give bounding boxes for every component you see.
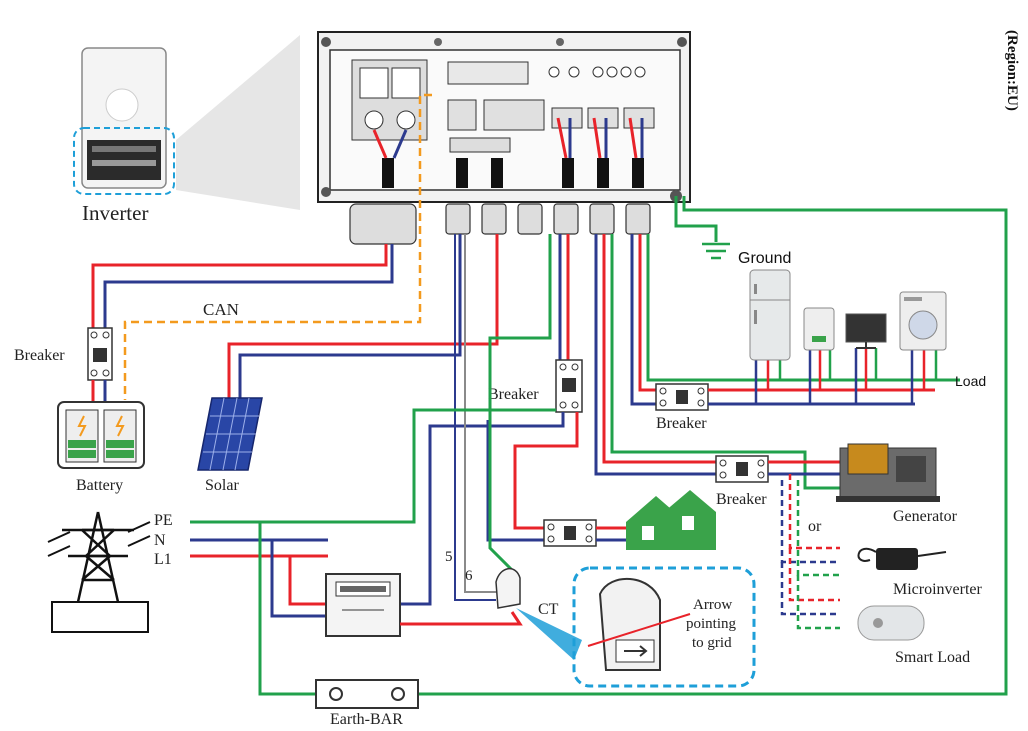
grid-pe-line (190, 408, 556, 524)
l1-label: L1 (154, 551, 172, 568)
ct-arrow-note-line1: Arrow (693, 597, 732, 613)
inverter-thumbnail (73, 47, 175, 195)
ct-label: CT (538, 601, 559, 618)
grid-n-line (400, 412, 565, 606)
battery-negative-line (103, 244, 394, 330)
ct-wire-5-label: 5 (445, 549, 453, 565)
energy-meter-icon (325, 573, 401, 637)
load-label: Load (955, 373, 986, 389)
smart-load-icon (857, 605, 925, 641)
solar-panel-icon (197, 397, 263, 471)
smart-load-label: Smart Load (895, 649, 970, 666)
pv-negative-line (238, 234, 462, 398)
generator-breaker-label: Breaker (716, 491, 767, 508)
microinverter-label: Microinverter (893, 581, 983, 598)
house-icon (626, 490, 716, 550)
ct-arrow-note-line2: pointing (686, 616, 737, 632)
meter-to-ct-line (400, 611, 523, 626)
boiler-icon (803, 307, 835, 351)
or-label: or (808, 518, 822, 535)
inverter-label: Inverter (82, 201, 148, 225)
earth-bar-icon (315, 679, 419, 709)
refrigerator-icon (749, 269, 791, 361)
pe-bus-line (418, 196, 1008, 696)
tv-icon (845, 313, 887, 349)
ground-line (674, 196, 718, 242)
ct-wire-6-label: 6 (465, 568, 473, 584)
ct-detail-clamp (587, 578, 691, 671)
inverter-highlight-box (73, 127, 175, 195)
ct-detail-box (572, 566, 756, 688)
alternative-dashed-lines (780, 474, 840, 630)
washing-machine-icon (899, 291, 947, 351)
load-breaker-label: Breaker (656, 415, 707, 432)
generator-icon (836, 443, 940, 502)
home-breaker (543, 519, 597, 547)
battery-breaker-label: Breaker (14, 347, 65, 364)
pe-label: PE (154, 512, 173, 529)
cable-glands (349, 203, 651, 245)
grid-breaker (555, 359, 583, 413)
pv-positive-line (227, 234, 499, 398)
ct-clamp-icon (495, 568, 521, 609)
utility-pylon-icon (47, 511, 151, 633)
solar-label: Solar (205, 477, 239, 494)
ct-zoom-pointer (516, 608, 582, 660)
generator-breaker (715, 455, 769, 483)
can-label: CAN (203, 300, 239, 319)
load-drops (754, 348, 938, 404)
microinverter-icon (857, 547, 947, 570)
grid-breaker-label: Breaker (488, 386, 539, 403)
ct-arrow-note-line3: to grid (692, 635, 732, 651)
n-label: N (154, 532, 166, 549)
ground-icon (702, 242, 730, 260)
ground-label: Ground (738, 250, 791, 267)
battery-label: Battery (76, 477, 123, 494)
battery-breaker (87, 327, 113, 381)
grid-l-line (513, 412, 579, 530)
inverter-terminal-box (317, 31, 691, 203)
earth-bar-label: Earth-BAR (330, 711, 403, 728)
region-label: (Region:EU) (1004, 30, 1020, 111)
zoom-projection (176, 35, 300, 210)
generator-label: Generator (893, 508, 958, 525)
battery-icon (57, 401, 145, 469)
battery-positive-line (91, 244, 388, 330)
load-breaker (655, 383, 709, 411)
can-line (123, 93, 432, 400)
